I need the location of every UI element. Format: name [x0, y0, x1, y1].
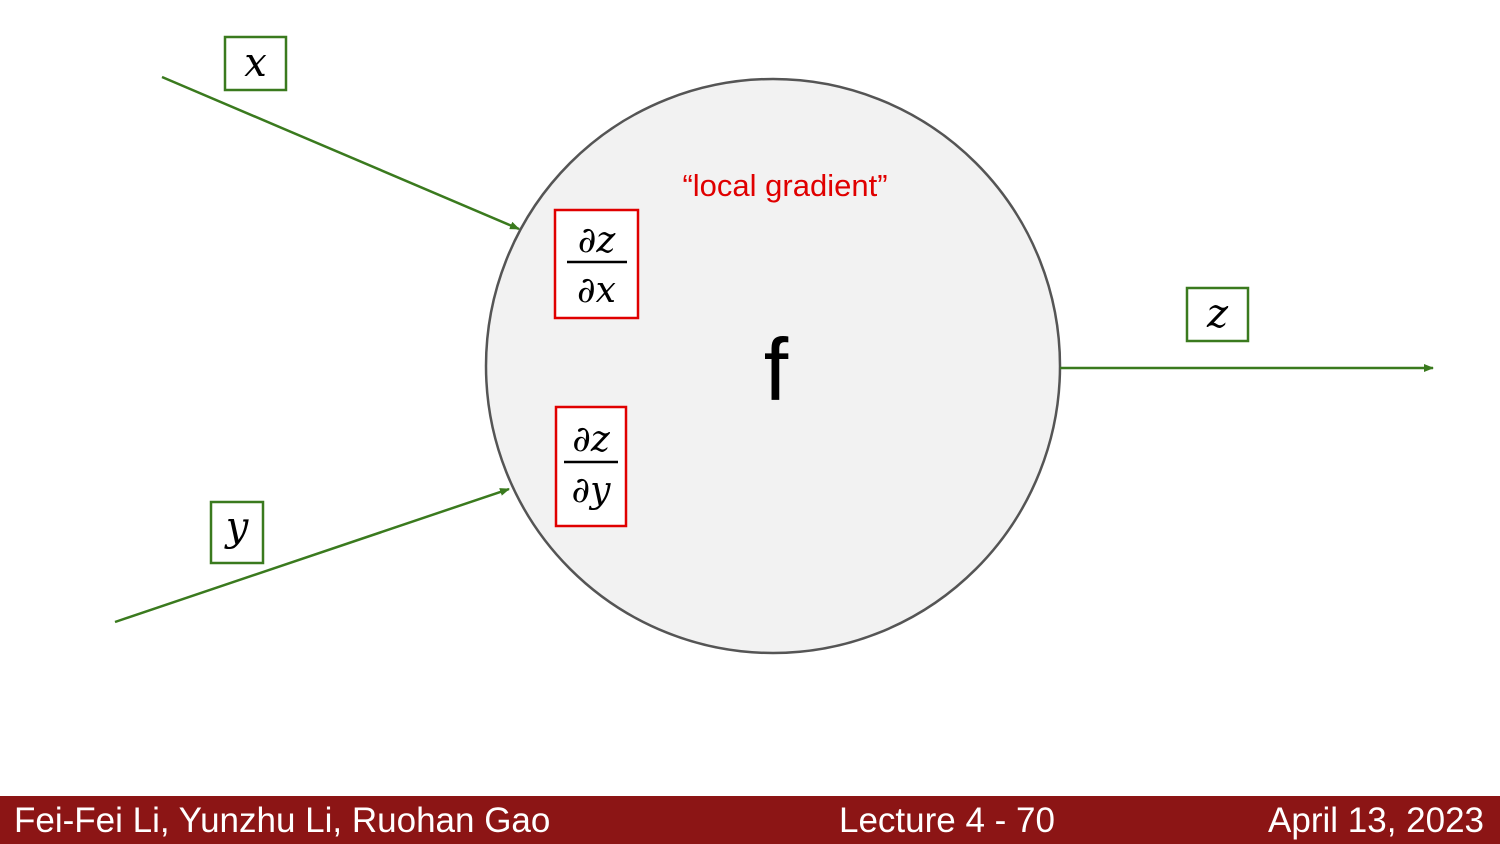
- input-y-text: y: [224, 504, 250, 550]
- dz-dx-denominator: ∂x: [577, 270, 616, 311]
- input-x-text: x: [244, 40, 267, 86]
- slide-footer: Fei-Fei Li, Yunzhu Li, Ruohan Gao Lectur…: [0, 796, 1500, 844]
- node-function-label: f: [764, 320, 789, 419]
- edge-y-to-node: [114, 487, 510, 624]
- local-gradient-annotation: “local gradient”: [682, 168, 887, 203]
- dz-dy-numerator: ∂z: [572, 419, 611, 460]
- input-x-label: x: [223, 35, 288, 92]
- footer-authors: Fei-Fei Li, Yunzhu Li, Ruohan Gao: [14, 801, 551, 840]
- dz-dx-numerator: ∂z: [578, 220, 617, 261]
- local-gradient-dz-dy: ∂z ∂y: [554, 405, 628, 528]
- output-z-text: z: [1206, 291, 1229, 337]
- computational-graph-diagram: x y z “local gradient” f ∂z ∂x ∂z ∂y: [114, 35, 1434, 655]
- input-y-label: y: [209, 500, 265, 565]
- dz-dy-denominator: ∂y: [572, 470, 612, 511]
- local-gradient-dz-dx: ∂z ∂x: [553, 208, 640, 320]
- footer-lecture-number: Lecture 4 - 70: [839, 801, 1055, 840]
- output-z-label: z: [1185, 286, 1250, 343]
- footer-date: April 13, 2023: [1268, 801, 1484, 840]
- edge-x-to-node: [161, 75, 520, 231]
